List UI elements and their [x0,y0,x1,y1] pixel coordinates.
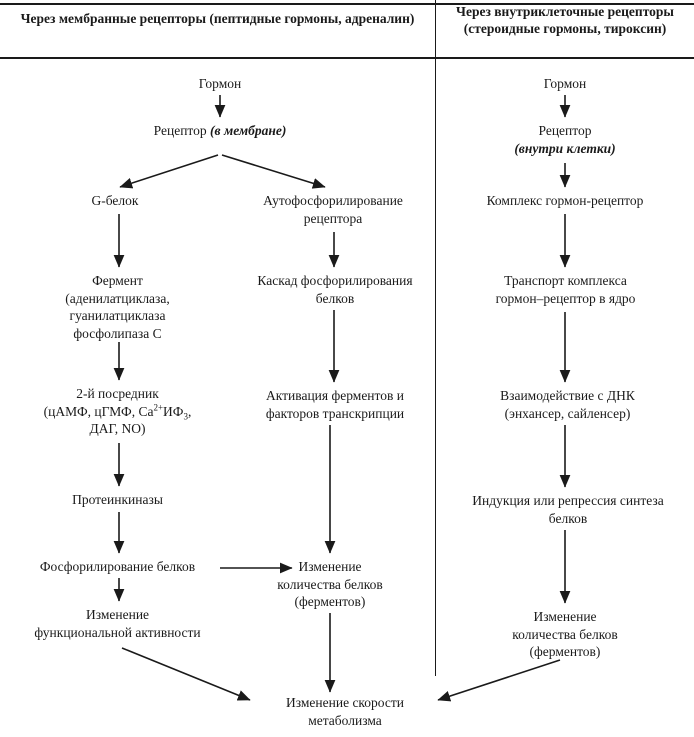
second-messenger-line3: ДАГ, NO) [89,421,146,436]
node-second-messenger: 2-й посредник (цАМФ, цГМФ, Ca2+ИФ3, ДАГ, N… [20,385,215,438]
node-autophosphorylation: Аутофосфорилирование рецептора [263,193,403,226]
node-change-amount-right: Изменение количества белков (ферментов) [512,609,618,659]
node-left-receptor-label: Рецептор [153,123,211,138]
node-right-receptor-note: (внутри клетки) [514,140,616,156]
node-change-functional-activity: Изменение функциональной активности [34,607,201,640]
node-right-hormone: Гормон [543,76,587,91]
node-change-amount-middle: Изменение количества белков (ферментов) [277,559,383,609]
second-messenger-superscript: 2+ [153,402,164,412]
column-divider [435,0,436,676]
node-cascade: Каскад фосфорилирования белков [257,273,413,306]
node-left-receptor: Рецептор (в мембране) [130,122,310,140]
header-left-column: Через мембранные рецепторы (пептидные го… [20,11,415,26]
node-left-receptor-note: (в мембране) [210,123,287,138]
node-right-receptor: Рецептор (внутри клетки) [495,122,635,157]
node-hormone-receptor-complex: Комплекс гормон-рецептор [486,193,644,208]
node-left-hormone: Гормон [198,76,242,91]
node-phosphorylation-proteins: Фосфорилирование белков [39,559,196,574]
header-top-rule [0,3,694,5]
node-enzyme: Фермент (аденилатциклаза, гуанилатциклаз… [65,273,170,341]
node-activation: Активация ферментов и факторов транскрип… [265,388,405,421]
second-messenger-line2-b: ИФ [163,403,184,419]
node-right-receptor-label: Рецептор [538,123,592,138]
second-messenger-line1: 2-й посредник [76,386,159,401]
second-messenger-line2-c: , [187,403,192,419]
second-messenger-line2-a: (цАМФ, цГМФ, Ca [43,403,154,419]
arrow-receptor-to-autophosphorylation [221,154,326,189]
node-transport-to-nucleus: Транспорт комплекса гормон–рецептор в яд… [495,273,636,306]
arrow-receptor-to-g-protein [119,154,219,189]
header-right-column: Через внутриклеточные рецепторы (стероид… [456,4,674,36]
second-messenger-subscript: 3 [183,411,188,422]
arrow-change-amount-right-to-metabolism [437,659,561,702]
node-protein-kinases: Протеинкиназы [72,492,163,507]
node-metabolism-rate: Изменение скорости метаболизма [285,695,405,728]
node-dna-interaction: Взаимодействие с ДНК (энхансер, сайленсе… [500,388,635,421]
node-g-protein: G-белок [91,193,139,208]
header-bottom-rule [0,57,694,59]
arrow-change-functional-to-metabolism [121,647,251,701]
node-induction-repression: Индукция или репрессия синтеза белков [472,493,664,526]
